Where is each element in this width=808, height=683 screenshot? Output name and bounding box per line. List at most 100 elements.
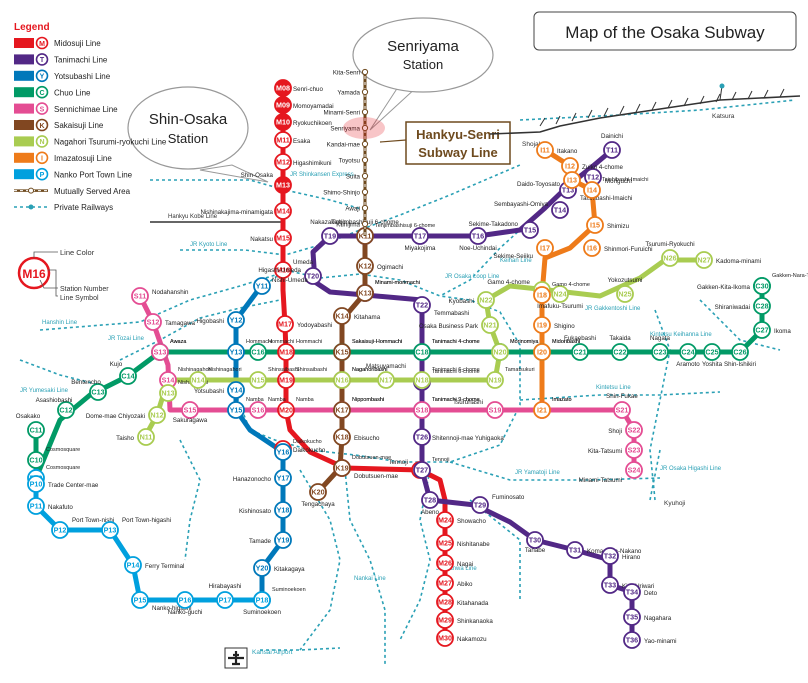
hankyu-station[interactable]: Toyotsu	[339, 156, 369, 165]
hankyu-station[interactable]: Shimo-Shinjo	[323, 188, 369, 197]
hankyu-station[interactable]: Kandai-mae	[327, 140, 369, 149]
hankyu-station[interactable]: Awaji	[345, 204, 369, 213]
hankyu-station[interactable]: Senriyama	[330, 124, 369, 133]
hankyu-station[interactable]: Minami-Senri	[324, 108, 369, 117]
hankyu-station[interactable]: Kunijima	[336, 220, 369, 229]
hankyu-station[interactable]: Kita-Senri	[333, 68, 369, 77]
hankyu-station[interactable]: Yamada	[337, 88, 369, 97]
